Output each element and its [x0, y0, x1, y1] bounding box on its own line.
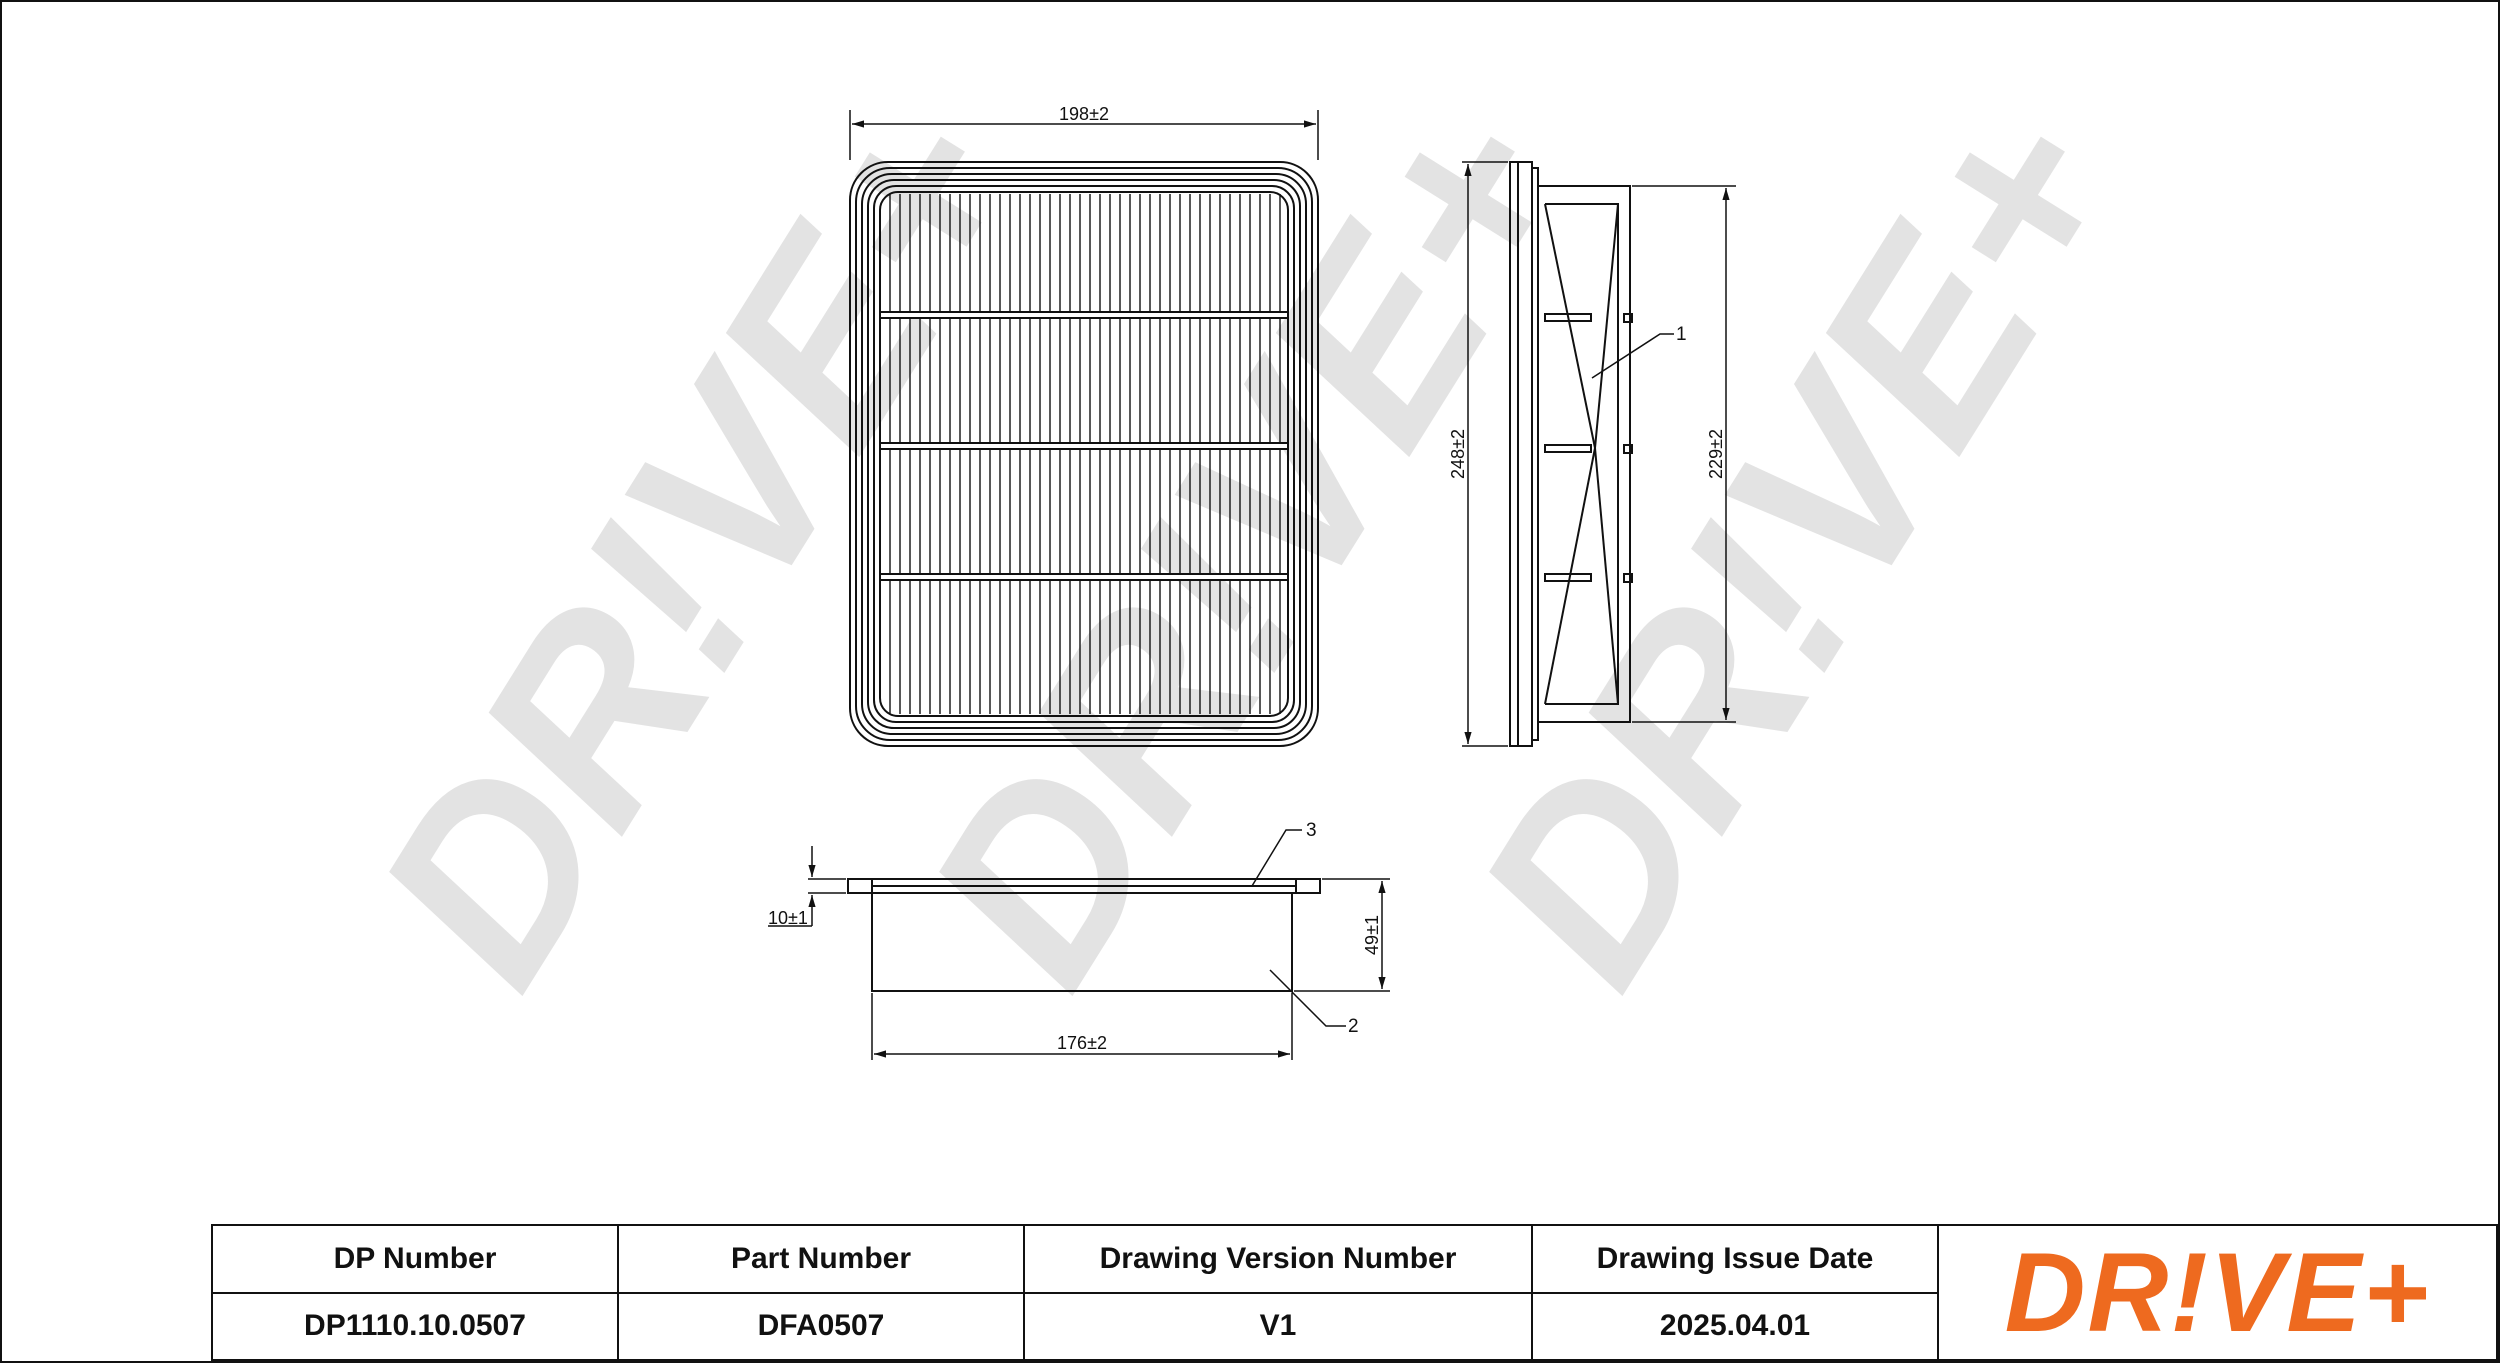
col-part-number: Part Number DFA0507 [619, 1226, 1025, 1359]
col-issue-date: Drawing Issue Date 2025.04.01 [1533, 1226, 1939, 1359]
dim-label-depth: 49±1 [1362, 915, 1382, 955]
header-issue-date: Drawing Issue Date [1533, 1226, 1937, 1294]
dim-flange [768, 846, 846, 927]
value-issue-date: 2025.04.01 [1659, 1309, 1811, 1343]
dim-inner-height [1632, 185, 1736, 723]
callout-2-leader [1269, 969, 1346, 1027]
dim-label-width: 198±2 [1059, 104, 1109, 124]
dim-label-flange: 10±1 [768, 908, 808, 928]
value-drawing-version: V1 [1259, 1309, 1297, 1343]
pleats [889, 194, 1281, 714]
callout-1: 1 [1676, 324, 1687, 345]
callout-2: 2 [1348, 1016, 1359, 1037]
callout-1-leader [1591, 333, 1674, 379]
side-view [1509, 161, 1633, 747]
title-block: DP Number DP1110.10.0507 Part Number DFA… [211, 1224, 2498, 1361]
header-part-number: Part Number [619, 1226, 1023, 1294]
dim-height-side [1462, 161, 1508, 747]
value-dp-number: DP1110.10.0507 [304, 1309, 526, 1343]
value-part-number: DFA0507 [757, 1309, 885, 1343]
dim-label-bottom-width: 176±2 [1057, 1033, 1107, 1053]
col-dp-number: DP Number DP1110.10.0507 [213, 1226, 619, 1359]
callout-3: 3 [1306, 820, 1317, 841]
header-drawing-version: Drawing Version Number [1025, 1226, 1531, 1294]
callout-3-leader [1251, 829, 1302, 887]
dim-label-inner-height: 229±2 [1706, 429, 1726, 479]
watermark-group: DR!VE+ DR!VE+ DR!VE+ [322, 61, 2177, 1029]
col-drawing-version: Drawing Version Number V1 [1025, 1226, 1533, 1359]
bottom-view [847, 878, 1321, 992]
logo-text: DR!VE+ [2004, 1229, 2431, 1355]
dim-bottom-width [871, 993, 1293, 1060]
header-dp-number: DP Number [213, 1226, 617, 1294]
dim-depth [1294, 878, 1390, 992]
dim-width-top [849, 110, 1319, 160]
dim-label-height: 248±2 [1448, 429, 1468, 479]
front-view [849, 161, 1319, 747]
brand-logo: DR!VE+ [1939, 1226, 2496, 1359]
